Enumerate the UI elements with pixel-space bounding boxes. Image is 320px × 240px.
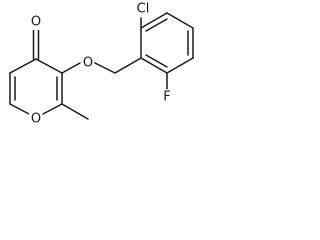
bond-b6-b1-inner (145, 54, 168, 68)
bond-c3-oether (61, 62, 81, 74)
bond-b3-b4 (166, 12, 194, 29)
benzene-ring (140, 12, 194, 90)
atom-labels: O O O Cl F (29, 1, 173, 127)
bond-b5-b6 (166, 57, 194, 74)
bond-b6-b1 (140, 57, 168, 74)
ether-oxygen-label: O (83, 56, 93, 71)
bond-b2-b3 (140, 12, 168, 29)
bond-oether-ch2 (94, 62, 116, 74)
bond-b2-b3-inner (145, 18, 168, 32)
bond-c5-c4 (9, 58, 37, 74)
bond-c2-methyl (61, 103, 89, 120)
chlorine-label: Cl (137, 2, 150, 17)
carbonyl-oxygen-label: O (31, 15, 41, 30)
pyranone-ring (9, 29, 89, 120)
ether-linkage (61, 57, 142, 74)
fluorine-label: F (163, 90, 170, 105)
bond-c4-c3 (35, 58, 63, 74)
bond-ch2-aryl (114, 57, 142, 74)
ring-oxygen-label: O (31, 112, 41, 127)
bond-c2-o1 (42, 103, 63, 115)
structure-diagram: O O O Cl F (9, 1, 194, 127)
bond-o1-c6 (9, 103, 30, 115)
